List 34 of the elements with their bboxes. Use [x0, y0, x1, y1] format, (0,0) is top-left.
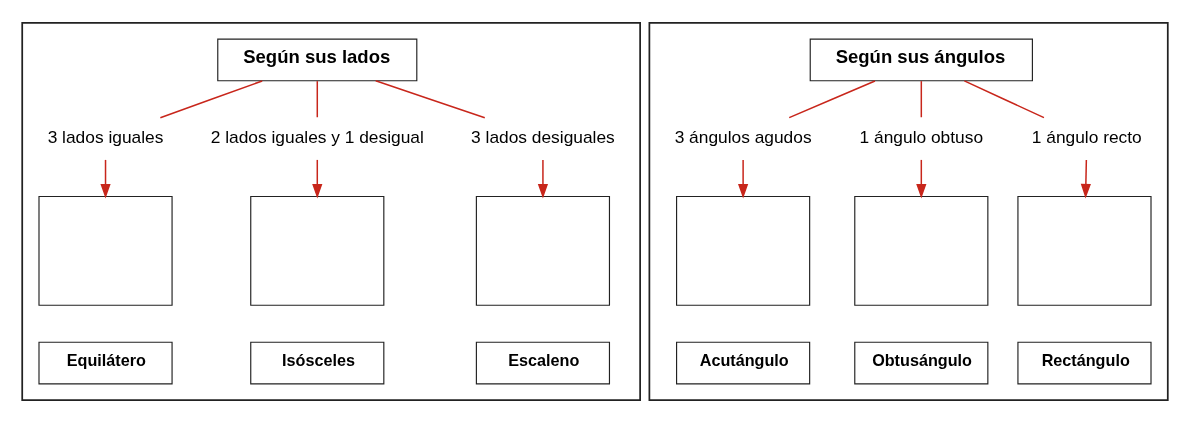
node-box: Según sus lados: [217, 38, 418, 81]
node-box: Escaleno: [475, 341, 611, 384]
arrow: [100, 158, 111, 198]
node-text: 3 ángulos agudos: [674, 126, 812, 147]
node-text: 1 ángulo obtuso: [859, 126, 984, 147]
connector: [316, 79, 319, 118]
node-box: Según sus ángulos: [809, 38, 1033, 81]
node-text: 2 lados iguales y 1 desigual: [210, 126, 424, 147]
arrow: [916, 158, 927, 198]
connector: [374, 79, 486, 118]
node-box: [1017, 195, 1152, 306]
node-box: Equilátero: [38, 341, 173, 384]
node-box: Isósceles: [250, 341, 385, 384]
connector: [159, 79, 263, 118]
connector: [963, 79, 1045, 118]
node-box: [854, 195, 989, 306]
node-box: [676, 195, 811, 306]
cluster: [21, 21, 641, 401]
node-text: 3 lados iguales: [47, 126, 164, 147]
cluster: [648, 21, 1169, 401]
node-box: Obtusángulo: [854, 341, 989, 384]
connector: [788, 79, 876, 118]
node-box: [250, 195, 385, 306]
node-text: 1 ángulo recto: [1031, 126, 1142, 147]
node-box: [475, 195, 611, 306]
arrow: [537, 158, 549, 198]
node-box: [38, 195, 173, 306]
arrow: [312, 158, 323, 198]
arrow: [738, 158, 749, 198]
node-text: 3 lados desiguales: [471, 126, 615, 147]
connector: [920, 79, 923, 118]
node-box: Acutángulo: [676, 341, 811, 384]
node-box: Rectángulo: [1017, 341, 1152, 384]
arrow: [1080, 158, 1091, 198]
